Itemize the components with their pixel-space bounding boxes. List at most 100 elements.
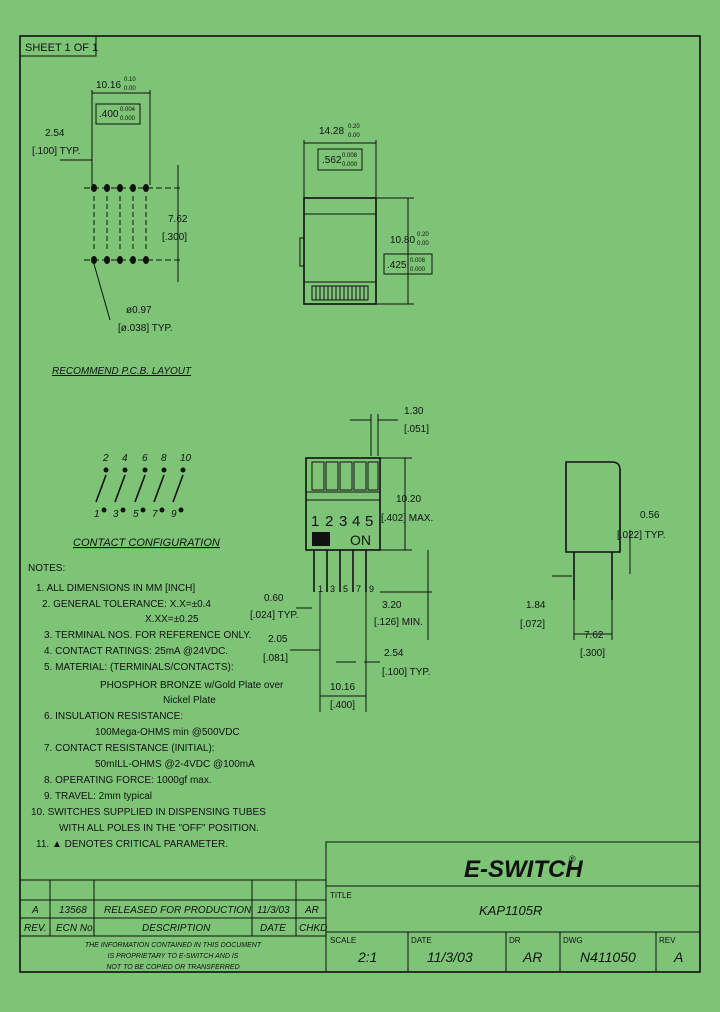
top-depth-in: .425	[387, 260, 407, 271]
contact-dot	[120, 507, 126, 513]
disclaimer-line: NOT TO BE COPIED OR TRANSFERRED	[106, 964, 239, 971]
dr-label: DR	[509, 936, 521, 945]
side-view: 0.56 [.022] TYP. 1.84 [.072] 7.62 [.300]	[520, 461, 666, 659]
top-width-in: .562	[322, 155, 342, 166]
front-pin-label: 5	[343, 584, 348, 594]
dr-value: AR	[522, 949, 542, 965]
notes-header: NOTES:	[28, 563, 65, 574]
pcb-row-mm: 7.62	[168, 214, 188, 225]
top-width-in-tol-top: 0.008	[342, 153, 358, 159]
disclaimer-line: IS PROPRIETARY TO E-SWITCH AND IS	[108, 953, 239, 960]
rev-ecn: 13568	[59, 905, 87, 916]
contact-lever	[134, 474, 146, 503]
contact-dot	[178, 507, 184, 513]
front-position: 5	[365, 513, 373, 530]
rev-header: REV.	[24, 923, 47, 934]
contact-dot	[103, 467, 109, 473]
rev-date: 11/3/03	[257, 905, 290, 916]
front-height-in: [.402] MAX.	[381, 513, 433, 524]
pcb-row-in: [.300]	[162, 232, 187, 243]
rev-header: DATE	[260, 923, 286, 934]
contact-bottom-number: 3	[113, 509, 119, 520]
contact-bottom-number: 9	[171, 509, 177, 520]
note-line: 3. TERMINAL NOS. FOR REFERENCE ONLY.	[44, 630, 251, 641]
front-height-mm: 10.20	[396, 494, 421, 505]
side-thick-mm: 0.56	[640, 510, 660, 521]
side-body	[565, 461, 621, 553]
scale-value: 2:1	[357, 949, 377, 965]
contact-lever	[114, 474, 126, 503]
top-depth-mm: 10.80	[390, 235, 415, 246]
pcb-dim-a-tol-top: 0.10	[124, 77, 136, 83]
side-row-in: [.300]	[580, 648, 605, 659]
contact-dot	[180, 467, 186, 473]
front-body	[305, 457, 381, 551]
pcb-dim-a-tol-bot: 0.00	[124, 86, 136, 92]
note-line: 2. GENERAL TOLERANCE: X.X=±0.4	[42, 599, 211, 610]
title-label: TITLE	[330, 891, 352, 900]
note-line: 6. INSULATION RESISTANCE:	[44, 711, 183, 722]
note-line: 8. OPERATING FORCE: 1000gf max.	[44, 775, 212, 786]
pcb-hole-mm: ø0.97	[126, 305, 152, 316]
contact-dot	[161, 467, 167, 473]
top-depth-tol-bot: 0.00	[417, 241, 429, 247]
rev-header: CHKD	[299, 923, 327, 934]
front-actuator	[353, 461, 367, 491]
sheet-label-box	[19, 35, 97, 57]
rev-block-value: A	[673, 949, 683, 965]
top-depth-in-tol-bot: 0.000	[410, 267, 426, 273]
contact-dot	[101, 507, 107, 513]
dwg-label: DWG	[563, 936, 583, 945]
front-pinw-mm: 0.60	[264, 593, 284, 604]
front-pitch-in: [.100] TYP.	[382, 667, 431, 678]
scale-label: SCALE	[330, 936, 356, 945]
note-line: 11. ▲ DENOTES CRITICAL PARAMETER.	[36, 839, 228, 850]
contact-bottom-number: 5	[133, 509, 139, 520]
pcb-hole	[117, 184, 123, 192]
side-standoff-in: [.072]	[520, 619, 545, 630]
note-line: 9. TRAVEL: 2mm typical	[44, 791, 152, 802]
pcb-hole	[104, 256, 110, 264]
pcb-dim-a: 10.16	[96, 80, 121, 91]
top-width-tol-top: 0.20	[348, 124, 360, 130]
front-pitch-mm: 2.54	[384, 648, 404, 659]
note-line: 5. MATERIAL: (TERMINALS/CONTACTS):	[44, 662, 234, 673]
pcb-hole	[91, 256, 97, 264]
front-pinlen-in: [.126] MIN.	[374, 617, 423, 628]
title-value: KAP1105R	[479, 903, 542, 918]
contact-bottom-number: 7	[152, 509, 158, 520]
pcb-pitch-in: [.100] TYP.	[32, 146, 81, 157]
contact-top-number: 2	[102, 453, 109, 464]
contact-configuration: 2 4 6 8 10 1 3 5 7 9 CONTACT CONFIGURATI…	[73, 453, 220, 549]
rev-chkd: AR	[304, 905, 319, 916]
contact-lever	[172, 474, 184, 503]
front-actuator	[367, 461, 379, 491]
pcb-pitch-mm: 2.54	[45, 128, 65, 139]
contact-lever	[95, 474, 107, 503]
rev-value: A	[31, 905, 39, 916]
note-line: PHOSPHOR BRONZE w/Gold Plate over	[100, 680, 284, 691]
rev-header: ECN No.	[56, 923, 95, 934]
notes: NOTES: 1. ALL DIMENSIONS IN MM [INCH] 2.…	[28, 563, 284, 850]
pcb-hole-leader	[93, 263, 111, 321]
contact-caption: CONTACT CONFIGURATION	[73, 537, 220, 549]
contact-bottom-number: 1	[94, 509, 100, 520]
front-position: 4	[352, 513, 360, 530]
front-span-in: [.400]	[330, 700, 355, 711]
contact-top-number: 10	[180, 453, 192, 464]
top-depth-in-tol-top: 0.008	[410, 258, 426, 264]
pcb-dim-b-tol-top: 0.004	[120, 107, 136, 113]
contact-top-number: 6	[142, 453, 148, 464]
side-row-mm: 7.62	[584, 630, 604, 641]
dwg-value: N411050	[580, 949, 636, 965]
title-block: E-SWITCH ® TITLE KAP1105R SCALE 2:1 DATE…	[325, 841, 701, 973]
pcb-dim-b: .400	[99, 109, 119, 120]
top-width-in-box	[317, 148, 363, 171]
top-depth-tol-top: 0.20	[417, 232, 429, 238]
top-width-tol-bot: 0.00	[348, 133, 360, 139]
top-depth-in-box	[383, 253, 433, 275]
front-span-mm: 10.16	[330, 682, 355, 693]
pcb-hole-in: [ø.038] TYP.	[118, 323, 173, 334]
note-line: 7. CONTACT RESISTANCE (INITIAL):	[44, 743, 215, 754]
pcb-hole-row-bottom	[84, 256, 180, 264]
